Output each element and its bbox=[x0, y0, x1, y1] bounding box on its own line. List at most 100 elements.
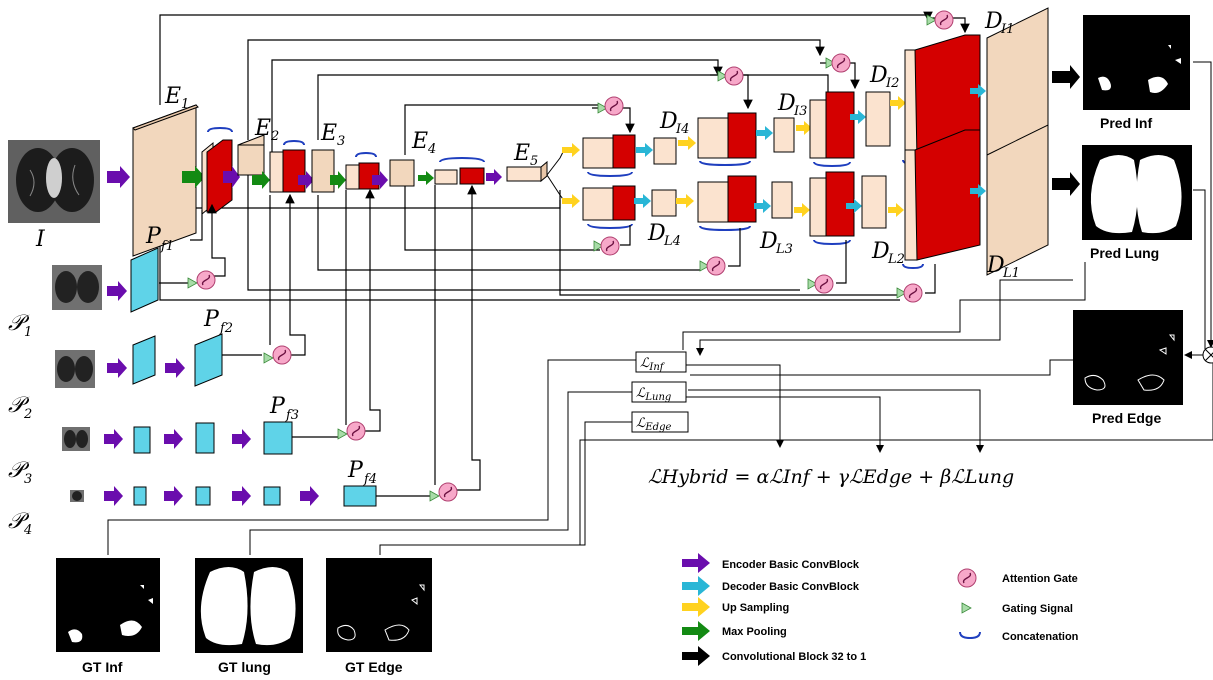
dl4-label: D bbox=[647, 221, 666, 246]
di1-label-sub: I1 bbox=[1000, 22, 1014, 37]
loss-edge-box: ℒEdge bbox=[631, 411, 689, 433]
dl3-label: D bbox=[759, 229, 778, 254]
di1-label: D bbox=[984, 9, 1003, 34]
pred-edge-caption: Pred Edge bbox=[1092, 410, 1161, 426]
hybrid-loss-formula: ℒHybrid = αℒInf + γℒEdge + βℒLung bbox=[648, 466, 1014, 488]
encoder-arrow bbox=[107, 166, 130, 188]
pf2-label: P bbox=[203, 307, 220, 332]
prior-feature-pf1 bbox=[130, 247, 159, 313]
upsample-arrow bbox=[794, 203, 810, 217]
legend-item-conv: Convolutional Block 32 to 1 bbox=[682, 646, 866, 666]
pred-lung-image bbox=[1082, 145, 1192, 240]
encoder-arrow bbox=[104, 486, 123, 506]
maxpool-arrow bbox=[182, 166, 205, 188]
di3-label: D bbox=[777, 91, 796, 116]
di2-label: D bbox=[869, 63, 888, 88]
di2-label-sub: I2 bbox=[885, 76, 899, 91]
dl1-label-sub: L1 bbox=[1002, 266, 1020, 281]
loss-edge-sub: Edge bbox=[644, 422, 671, 433]
conv-block-arrow bbox=[1052, 172, 1080, 196]
decoder-block-di4-concat bbox=[582, 134, 636, 178]
maxpool-arrow-icon bbox=[682, 621, 710, 641]
decoder-block-dl1-concat bbox=[902, 129, 981, 270]
decoder-block-dl2 bbox=[861, 175, 887, 229]
p4-label-sub: 4 bbox=[23, 523, 32, 538]
concat-block-1 bbox=[201, 126, 233, 216]
prior-block bbox=[133, 486, 147, 506]
encoder-arrow bbox=[223, 166, 240, 188]
encoder-block-e1 bbox=[132, 104, 199, 257]
multiply-node bbox=[1202, 346, 1213, 364]
gt-edge-caption: GT Edge bbox=[345, 659, 403, 675]
upsample-arrow bbox=[796, 121, 812, 135]
gating-signal-icon bbox=[429, 490, 440, 502]
e4-label: E bbox=[411, 129, 428, 154]
prior-p3-image bbox=[62, 427, 90, 451]
e5-label-sub: 5 bbox=[530, 154, 538, 169]
attention-gate-icon bbox=[196, 270, 216, 290]
dl2-label-sub: L2 bbox=[887, 252, 905, 267]
e1-label: E bbox=[164, 84, 181, 109]
encoder-arrow bbox=[300, 486, 319, 506]
attention-gate-icon bbox=[903, 283, 923, 303]
conv-block-arrow bbox=[1052, 65, 1080, 89]
legend: Encoder Basic ConvBlock Decoder Basic Co… bbox=[682, 553, 1079, 666]
decoder-arrow bbox=[634, 194, 651, 208]
decoder-arrow bbox=[850, 110, 866, 124]
legend-item-decoder: Decoder Basic ConvBlock bbox=[682, 576, 860, 596]
decoder-block-dl4 bbox=[651, 189, 677, 217]
gating-signal-icon bbox=[337, 428, 348, 440]
decoder-arrow bbox=[756, 126, 773, 140]
encoder-block-e2 bbox=[237, 134, 265, 176]
upsample-arrow bbox=[888, 203, 904, 217]
decoder-block-di4 bbox=[653, 137, 677, 165]
encoder-arrow bbox=[165, 358, 185, 378]
decoder-block-dl3-concat bbox=[697, 175, 757, 232]
di4-label: D bbox=[659, 109, 678, 134]
attention-gate-icon bbox=[706, 256, 726, 276]
gating-signal-icon bbox=[961, 602, 972, 614]
gt-lung-caption: GT lung bbox=[218, 659, 271, 675]
decoder-block-dl1 bbox=[986, 124, 1049, 276]
dl1-label: D bbox=[986, 253, 1005, 278]
legend-item-encoder: Encoder Basic ConvBlock bbox=[682, 553, 860, 573]
pf4-label: P bbox=[347, 458, 364, 483]
di4-label-sub: I4 bbox=[675, 122, 689, 137]
prior-feature-pf3 bbox=[263, 421, 293, 455]
prior-p2-image bbox=[55, 350, 95, 388]
svg-text:Gating Signal: Gating Signal bbox=[1002, 603, 1073, 615]
prior-feature-pf4 bbox=[343, 485, 377, 507]
attention-gate-icon bbox=[346, 421, 366, 441]
decoder-block-dl2-concat bbox=[809, 171, 855, 246]
pf3-label: P bbox=[269, 394, 286, 419]
svg-text:ℒLung: ℒLung bbox=[636, 386, 671, 403]
pf1-label: P bbox=[145, 224, 162, 249]
svg-text:Max Pooling: Max Pooling bbox=[722, 626, 787, 638]
attention-gate-icon bbox=[814, 274, 834, 294]
encoder-arrow bbox=[164, 486, 183, 506]
decoder-block-dl3 bbox=[771, 181, 793, 219]
svg-text:Convolutional Block 32 to 1: Convolutional Block 32 to 1 bbox=[722, 651, 866, 663]
gt-inf-image bbox=[56, 558, 160, 652]
loss-links bbox=[107, 262, 1213, 555]
decoder-arrow bbox=[970, 184, 986, 198]
prior-links bbox=[159, 184, 481, 497]
legend-item-gating: Gating Signal bbox=[961, 602, 1073, 615]
prior-feature-pf2 bbox=[194, 333, 223, 387]
decoder-block-di3-concat bbox=[697, 112, 757, 167]
encoder-arrow bbox=[164, 429, 183, 449]
decoder-arrow bbox=[846, 199, 862, 213]
decoder-block-di2-concat bbox=[809, 91, 855, 168]
upsample-arrow bbox=[562, 143, 580, 157]
upsample-arrow bbox=[562, 194, 580, 208]
svg-text:Encoder Basic ConvBlock: Encoder Basic ConvBlock bbox=[722, 559, 860, 571]
pf3-label-sub: f3 bbox=[285, 408, 299, 423]
attention-gate-icon bbox=[600, 236, 620, 256]
loss-inf-label: ℒ bbox=[640, 356, 650, 371]
loss-lung-sub: Lung bbox=[644, 392, 671, 403]
encoder-arrow-icon bbox=[682, 553, 710, 573]
gt-inf-caption: GT Inf bbox=[82, 659, 123, 675]
maxpool-arrow bbox=[330, 171, 346, 189]
e3-label-sub: 3 bbox=[337, 134, 345, 149]
